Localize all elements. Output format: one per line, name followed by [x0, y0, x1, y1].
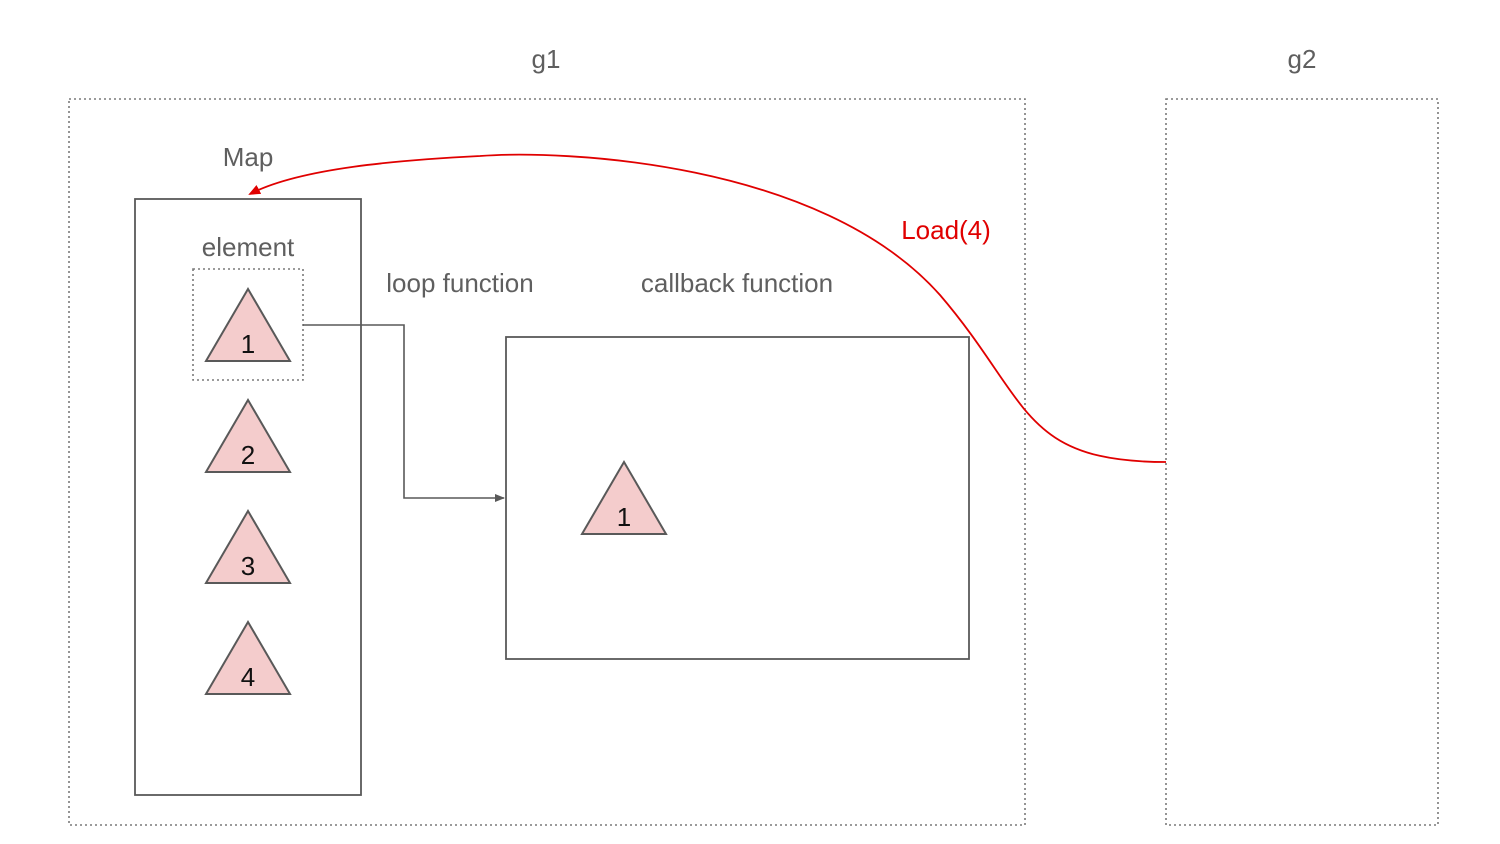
map-label: Map: [223, 142, 274, 172]
element-label: element: [202, 232, 295, 262]
g2-label: g2: [1288, 44, 1317, 74]
triangle-shape: [204, 620, 292, 695]
map-box: [134, 198, 362, 796]
triangle-shape: [204, 398, 292, 473]
triangle-number: 1: [617, 502, 631, 532]
triangle-number: 3: [241, 551, 255, 581]
triangle-number: 1: [241, 329, 255, 359]
triangle-number: 4: [241, 662, 255, 692]
callback-function-box: [505, 336, 970, 660]
g1-label: g1: [532, 44, 561, 74]
map-item-3: 3: [204, 509, 292, 584]
callback-item: 1: [580, 460, 668, 535]
map-item-4: 4: [204, 620, 292, 695]
g2-container: [1165, 98, 1439, 826]
map-item-1: 1: [204, 287, 292, 362]
triangle-number: 2: [241, 440, 255, 470]
triangle-shape: [204, 287, 292, 362]
triangle-shape: [580, 460, 668, 535]
load-arrow: [248, 153, 1167, 463]
load-label: Load(4): [901, 215, 991, 245]
g1-container: [68, 98, 1026, 826]
loop-function-label: loop function: [386, 268, 533, 298]
map-item-2: 2: [204, 398, 292, 473]
loop-function-arrow: [303, 324, 505, 502]
triangle-shape: [204, 509, 292, 584]
callback-function-label: callback function: [641, 268, 833, 298]
